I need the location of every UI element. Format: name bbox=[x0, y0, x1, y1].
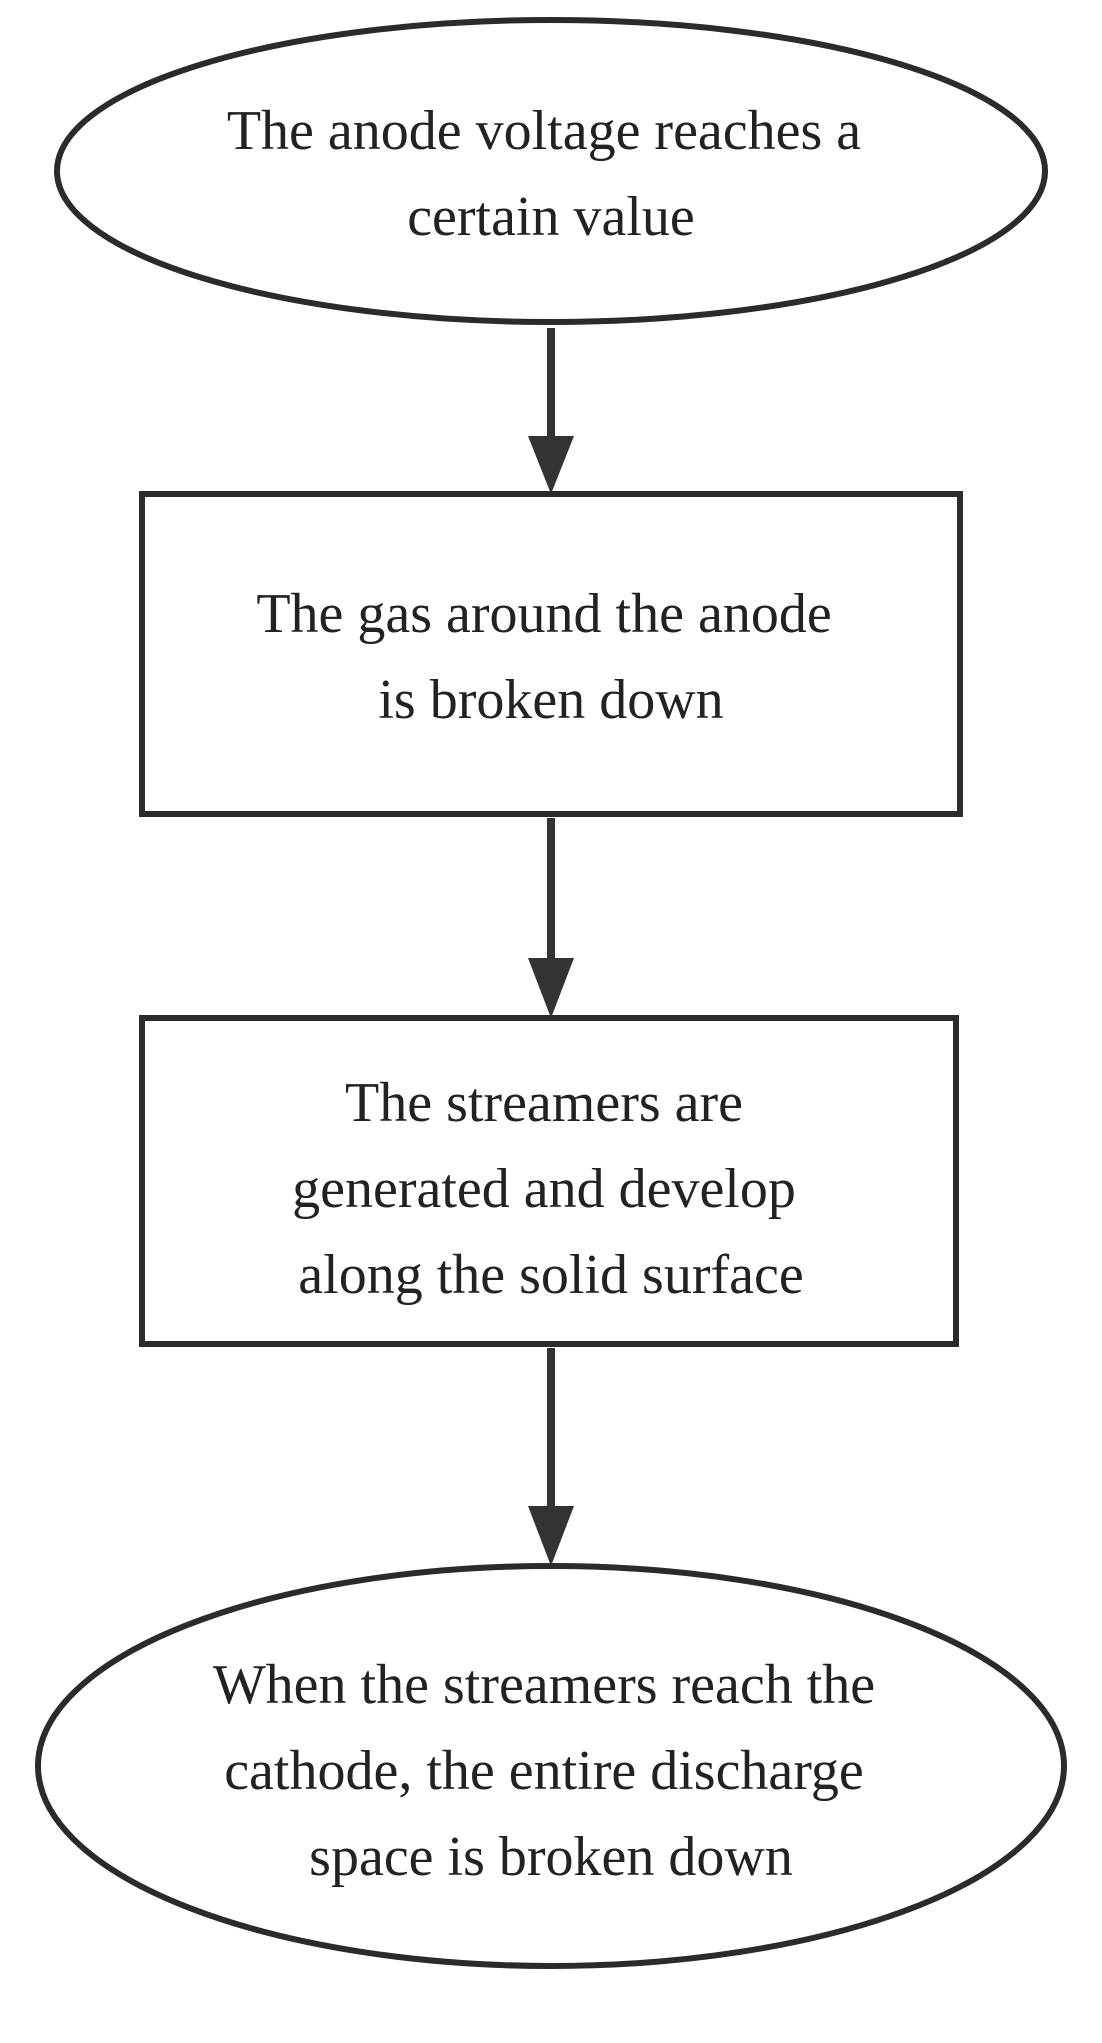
node-label-line: When the streamers reach the bbox=[213, 1654, 875, 1716]
node-label: The streamers are generated and develop … bbox=[292, 1072, 810, 1306]
node-label: The gas around the anode is broken down bbox=[256, 583, 845, 731]
node-label-line: The anode voltage reaches a bbox=[227, 100, 861, 162]
end-ellipse bbox=[35, 1563, 1067, 1969]
flow-node-start: The anode voltage reaches a certain valu… bbox=[54, 17, 1048, 325]
node-label-line: generated and develop bbox=[292, 1158, 796, 1220]
node-label-line: The gas around the anode bbox=[256, 583, 831, 645]
flow-node-step-2: The streamers are generated and develop … bbox=[139, 1015, 959, 1347]
node-label-line: space is broken down bbox=[309, 1826, 793, 1888]
node-label: The anode voltage reaches a certain valu… bbox=[227, 100, 875, 248]
node-label-line: certain value bbox=[407, 186, 695, 248]
arrowhead-icon bbox=[528, 958, 574, 1018]
edge-step-1-to-step-2 bbox=[528, 818, 574, 1018]
process-box bbox=[139, 1015, 959, 1347]
node-label-line: along the solid surface bbox=[298, 1244, 803, 1306]
arrowhead-icon bbox=[528, 436, 574, 494]
node-label: When the streamers reach the cathode, th… bbox=[213, 1654, 889, 1888]
node-label-line: cathode, the entire discharge bbox=[224, 1740, 864, 1802]
edge-step-2-to-end bbox=[528, 1348, 574, 1566]
flow-node-step-1: The gas around the anode is broken down bbox=[139, 491, 963, 817]
node-label-line: is broken down bbox=[378, 669, 723, 731]
process-box bbox=[139, 491, 963, 817]
node-label-line: The streamers are bbox=[345, 1072, 743, 1134]
flow-node-end: When the streamers reach the cathode, th… bbox=[35, 1563, 1067, 1969]
start-ellipse bbox=[54, 17, 1048, 325]
arrowhead-icon bbox=[528, 1506, 574, 1566]
edge-start-to-step-1 bbox=[528, 328, 574, 494]
